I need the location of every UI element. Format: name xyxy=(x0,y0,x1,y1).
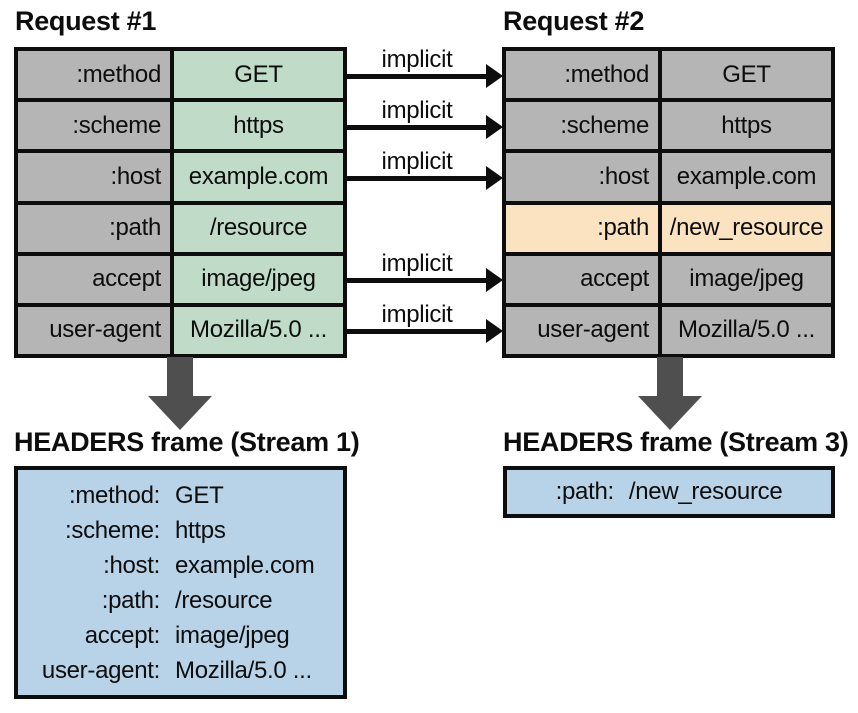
implicit-arrow: implicit xyxy=(347,239,503,303)
arrow-head-icon xyxy=(486,115,503,139)
arrow-line xyxy=(347,125,488,130)
headers-frame2-box: :path: /new_resource xyxy=(503,466,835,518)
header-value-cell: https xyxy=(662,102,831,150)
frame-entry-key: :method: xyxy=(69,481,160,509)
arrow-head-icon xyxy=(148,396,212,430)
header-name-cell: :host xyxy=(506,153,658,201)
frame-entry-key: :path: xyxy=(555,478,615,505)
header-name-cell: :method xyxy=(18,51,170,99)
arrow-shaft xyxy=(167,357,193,396)
frame-entry-key: :host: xyxy=(103,551,160,579)
arrow-head-icon xyxy=(638,396,702,430)
implicit-arrow-label: implicit xyxy=(381,301,453,328)
frame-entry-key: :path: xyxy=(101,586,161,614)
frame-entry-value: example.com xyxy=(175,551,315,579)
header-value-cell: example.com xyxy=(662,153,831,201)
frame-entry-value: Mozilla/5.0 ... xyxy=(175,656,312,684)
header-value-cell: GET xyxy=(662,51,831,99)
arrow-line xyxy=(347,329,488,334)
header-name-cell: :host xyxy=(18,153,170,201)
arrow-head-icon xyxy=(486,319,503,343)
down-arrow-icon xyxy=(638,357,702,430)
frame-entry-value: image/jpeg xyxy=(175,621,290,649)
frame-entry-key: user-agent: xyxy=(41,656,160,684)
header-value-cell: example.com xyxy=(174,153,343,201)
request1-title: Request #1 xyxy=(15,6,157,36)
down-arrow-icon xyxy=(148,357,212,430)
header-value-cell: image/jpeg xyxy=(662,255,831,303)
frame-entry-value: https xyxy=(175,516,226,544)
header-name-cell: user-agent xyxy=(18,306,170,354)
header-name-cell: :method xyxy=(506,51,658,99)
frame-entry-key: :scheme: xyxy=(65,516,160,544)
header-name-cell: accept xyxy=(18,255,170,303)
frame2-title: HEADERS frame (Stream 3) xyxy=(503,427,849,457)
header-name-cell: accept xyxy=(506,255,658,303)
request2-table: :method GET :scheme https :host example.… xyxy=(502,47,835,358)
header-value-cell: image/jpeg xyxy=(174,255,343,303)
arrow-head-icon xyxy=(486,166,503,190)
implicit-arrow: implicit xyxy=(347,86,503,150)
implicit-arrow: implicit xyxy=(347,137,503,201)
frame-entry-key: accept: xyxy=(84,621,161,649)
implicit-arrow: implicit xyxy=(347,290,503,354)
frame-entry-value: GET xyxy=(175,481,224,509)
header-value-cell: GET xyxy=(174,51,343,99)
header-value-cell: /resource xyxy=(174,204,343,252)
frame-entry-value: /new_resource xyxy=(628,478,783,505)
arrow-head-icon xyxy=(486,268,503,292)
arrow-head-icon xyxy=(486,64,503,88)
header-value-cell: Mozilla/5.0 ... xyxy=(662,306,831,354)
arrow-line xyxy=(347,176,488,181)
request1-table: :method GET :scheme https :host example.… xyxy=(14,47,347,358)
implicit-arrow-label: implicit xyxy=(381,148,453,175)
header-name-cell: user-agent xyxy=(506,306,658,354)
header-name-cell: :scheme xyxy=(506,102,658,150)
header-value-cell: https xyxy=(174,102,343,150)
implicit-arrow-label: implicit xyxy=(381,97,453,124)
arrow-shaft xyxy=(657,357,683,396)
header-value-cell-highlighted: /new_resource xyxy=(662,204,831,252)
header-value-cell: Mozilla/5.0 ... xyxy=(174,306,343,354)
implicit-arrow-label: implicit xyxy=(381,250,453,277)
implicit-arrow-label: implicit xyxy=(381,46,453,73)
header-name-cell: :path xyxy=(18,204,170,252)
header-name-cell-highlighted: :path xyxy=(506,204,658,252)
arrow-line xyxy=(347,278,488,283)
implicit-arrow: implicit xyxy=(347,35,503,99)
header-name-cell: :scheme xyxy=(18,102,170,150)
frame-entry-value: /resource xyxy=(175,586,273,614)
arrow-line xyxy=(347,74,488,79)
frame1-title: HEADERS frame (Stream 1) xyxy=(14,427,360,457)
headers-frame1-box: :method: GET :scheme: https :host: examp… xyxy=(14,466,347,699)
request2-title: Request #2 xyxy=(503,6,645,36)
